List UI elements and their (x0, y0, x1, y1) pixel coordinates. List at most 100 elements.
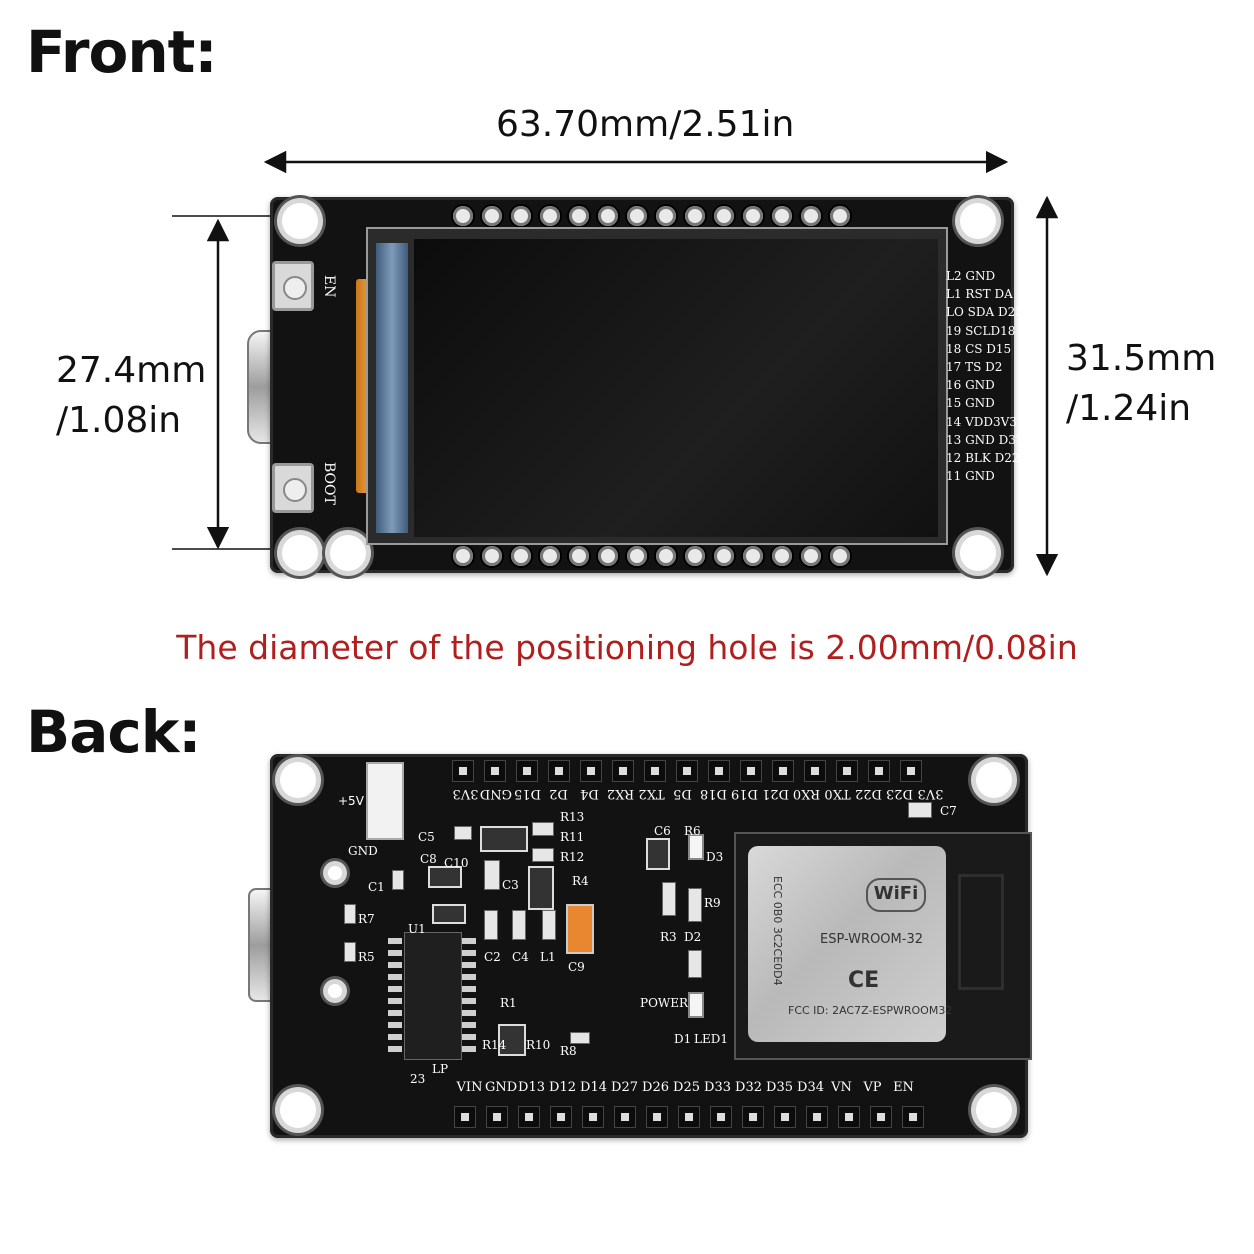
plus5v-label: +5V (338, 794, 364, 808)
module-name: ESP-WROOM-32 (820, 932, 923, 947)
top-pin-label: D23 (886, 786, 913, 801)
bottom-pin-label: D27 (611, 1080, 638, 1095)
mounting-hole (960, 203, 996, 239)
top-pin-label: D5 (673, 786, 692, 801)
boot-button[interactable] (272, 463, 314, 513)
gnd-label: GND (348, 844, 378, 858)
top-pin-label: RX0 (792, 786, 821, 801)
r11-label: R11 (560, 830, 585, 844)
top-pin-label: TX2 (638, 786, 665, 801)
top-pin-label: D18 (700, 786, 727, 801)
hole-diameter-note: The diameter of the positioning hole is … (176, 628, 1078, 667)
top-pin-label: 3V3 (917, 786, 944, 801)
c3-label: C3 (502, 878, 519, 892)
top-pin-label: GND (479, 786, 512, 801)
c10-label: C10 (444, 856, 469, 870)
c7-label: C7 (940, 804, 957, 818)
bottom-pin-label: D14 (580, 1080, 607, 1095)
mounting-hole (280, 762, 316, 798)
esp32-module: WiFi ESP-WROOM-32 CE FCC ID: 2AC7Z-ESPWR… (734, 832, 1032, 1060)
pin-label: 16 GND (946, 378, 995, 393)
tantalum-capacitor (566, 904, 594, 954)
r10-label: R10 (526, 1038, 551, 1052)
status-led (688, 834, 704, 860)
pin-label: 15 GND (946, 396, 995, 411)
r1-label: R1 (500, 996, 517, 1010)
outer-height-label-mm: 31.5mm (1066, 338, 1217, 379)
c4-label: C4 (512, 950, 529, 964)
bottom-pin-label: D12 (549, 1080, 576, 1095)
top-pin-label: D2 (549, 786, 568, 801)
top-pin-label: D21 (762, 786, 789, 801)
u1-label: U1 (408, 922, 426, 936)
mounting-hole (976, 1092, 1012, 1128)
back-heading: Back: (26, 698, 201, 766)
bottom-pin-label: D32 (735, 1080, 762, 1095)
r7-label: R7 (358, 912, 375, 926)
bottom-pin-label: VP (863, 1080, 882, 1095)
front-bottom-pin-row (453, 546, 850, 566)
back-top-pin-labels: 3V3 GND D15 D2 D4 RX2 TX2 D5 D18 D19 D21… (450, 786, 946, 801)
d1-label: D1 (674, 1032, 692, 1046)
front-heading: Front: (26, 18, 218, 86)
pin-label: LO SDA D25 (946, 305, 1023, 320)
mounting-hole (328, 984, 342, 998)
l1-label: L1 (540, 950, 556, 964)
top-pin-label: D4 (580, 786, 599, 801)
jst-power-connector (366, 762, 404, 840)
c2-label: C2 (484, 950, 501, 964)
front-board: EN BOOT L2 GND L1 RST DA LO SDA D25 19 S… (270, 197, 1024, 573)
en-button-label: EN (321, 275, 337, 298)
back-board: 3V3 GND D15 D2 D4 RX2 TX2 D5 D18 D19 D21… (270, 754, 1032, 1138)
outer-height-label-in: /1.24in (1066, 388, 1192, 429)
pin-label: 19 SCLD18 (946, 323, 1016, 338)
d2-label: D2 (684, 930, 702, 944)
pin-label: L2 GND (946, 269, 996, 283)
top-pin-label: 3V3 (452, 786, 479, 801)
mounting-hole (282, 535, 318, 571)
en-button[interactable] (272, 261, 314, 311)
r3-label: R3 (660, 930, 677, 944)
top-pin-label: D15 (514, 786, 541, 801)
top-pin-label: D22 (855, 786, 882, 801)
c5-label: C5 (418, 830, 435, 844)
c6-label: C6 (654, 824, 671, 838)
bottom-pin-label: GND (485, 1080, 518, 1095)
boot-button-label: BOOT (321, 462, 337, 505)
r9-label: R9 (704, 896, 721, 910)
inner-height-label-in: /1.08in (56, 400, 182, 441)
bottom-pin-label: D13 (518, 1080, 545, 1095)
r6-label: R6 (684, 824, 701, 838)
front-pin-labels: L2 GND L1 RST DA LO SDA D25 19 SCLD18 18… (946, 267, 1024, 485)
back-bottom-header (454, 1106, 924, 1128)
pin-label: 14 VDD3V3 (946, 414, 1017, 429)
bottom-pin-label: VIN (456, 1080, 483, 1095)
mounting-hole (960, 535, 996, 571)
mounting-hole (330, 535, 366, 571)
d3-label: D3 (706, 850, 724, 864)
bottom-pin-label: D35 (766, 1080, 793, 1095)
bottom-pin-label: D33 (704, 1080, 731, 1095)
back-top-header (452, 760, 922, 782)
bottom-pin-label: D34 (797, 1080, 824, 1095)
c8-label: C8 (420, 852, 437, 866)
top-pin-label: RX2 (606, 786, 635, 801)
esp32-shield: WiFi ESP-WROOM-32 CE FCC ID: 2AC7Z-ESPWR… (748, 846, 952, 1042)
width-dimension-label: 63.70mm/2.51in (496, 104, 795, 145)
pin23-label: 23 (410, 1072, 426, 1086)
wifi-logo: WiFi (866, 878, 926, 912)
pin-label: 13 GND D32 (946, 432, 1024, 447)
ce-mark: CE (848, 968, 880, 993)
lcd-screen (414, 239, 938, 537)
back-bottom-pin-labels: VIN GND D13 D12 D14 D27 D26 D25 D33 D32 … (454, 1080, 919, 1095)
pin-label: L1 RST DA (946, 287, 1013, 302)
pin-label: 11 GND (946, 469, 995, 484)
lp-label: LP (432, 1062, 449, 1076)
mounting-hole (976, 762, 1012, 798)
bottom-pin-label: D26 (642, 1080, 669, 1095)
c9-label: C9 (568, 960, 585, 974)
r5-label: R5 (358, 950, 375, 964)
module-vertical-text: ECC 0B0 3C2CE0D4 (771, 876, 784, 986)
mounting-hole (280, 1092, 316, 1128)
mounting-hole (282, 203, 318, 239)
